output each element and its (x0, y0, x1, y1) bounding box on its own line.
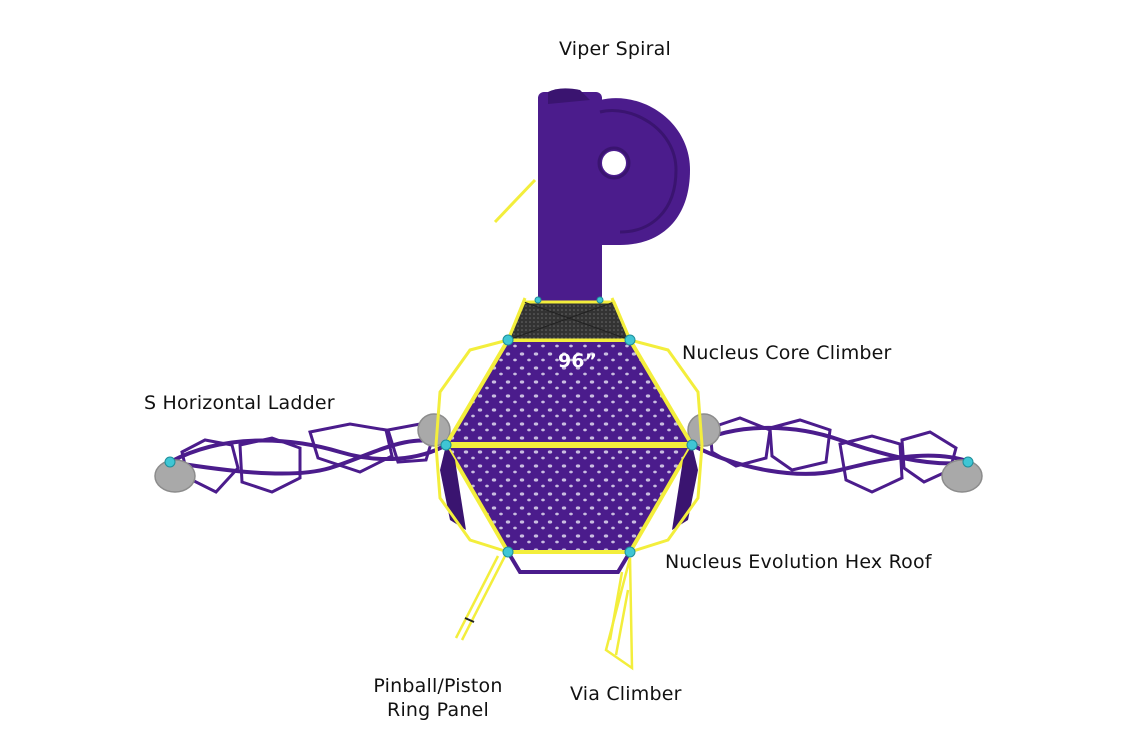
label-nucleus-evolution-hex-roof: Nucleus Evolution Hex Roof (665, 551, 932, 573)
label-pinball-line2: Ring Panel (387, 699, 489, 721)
connector-dots (164, 296, 974, 558)
deck-platform (505, 300, 633, 342)
label-via-climber: Via Climber (570, 683, 682, 705)
label-pinball-line1: Pinball/Piston (373, 675, 503, 697)
s-horizontal-ladder-right (691, 416, 971, 494)
label-pinball-piston-ring-panel: Pinball/Piston Ring Panel (372, 674, 504, 722)
pinball-piston-ring-panel (454, 555, 507, 641)
slide-support-line (493, 178, 537, 224)
label-nucleus-core-climber: Nucleus Core Climber (682, 342, 892, 364)
hex-base-bar (506, 550, 632, 574)
via-climber (604, 557, 634, 671)
s-horizontal-ladder-left (169, 422, 447, 494)
viper-spiral-slide (538, 88, 690, 302)
label-s-horizontal-ladder: S Horizontal Ladder (144, 392, 335, 414)
label-viper-spiral: Viper Spiral (559, 38, 671, 60)
nucleus-evolution-hex-roof (434, 297, 704, 554)
ladder-end-pads (154, 413, 983, 493)
height-marker: 96” (558, 350, 597, 372)
